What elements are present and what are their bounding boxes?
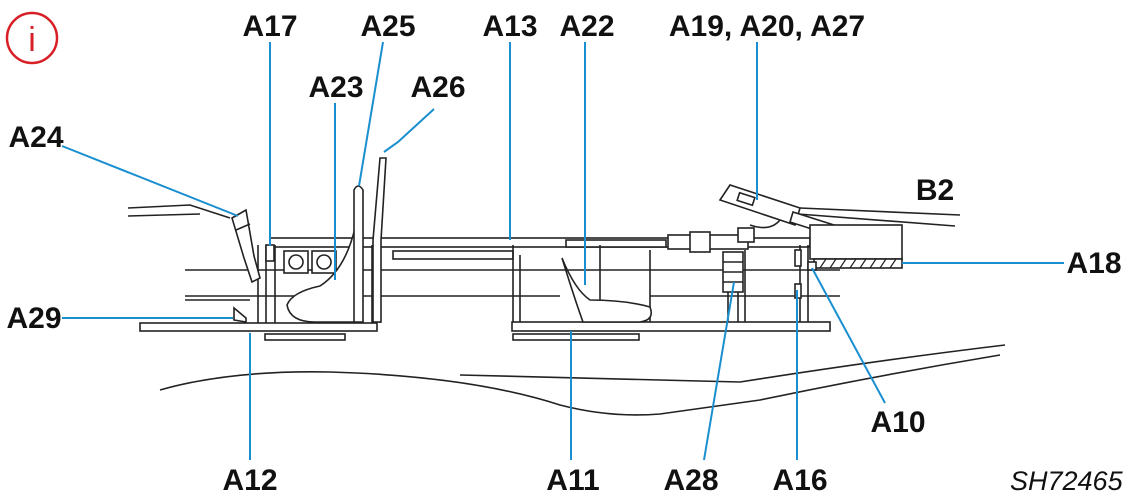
leader-a26 xyxy=(383,108,435,153)
leader-a24 xyxy=(61,145,239,217)
label-a25: A25 xyxy=(360,10,415,43)
leader-lines xyxy=(61,41,1064,461)
label-a19-a20-a27: A19, A20, A27 xyxy=(669,10,865,43)
callout-labels: A17 A25 A13 A22 A19, A20, A27 A23 A26 A2… xyxy=(6,10,1123,495)
label-a18: A18 xyxy=(1066,247,1121,280)
label-a24: A24 xyxy=(8,121,63,154)
label-a17: A17 xyxy=(242,10,297,43)
label-a29: A29 xyxy=(6,302,61,335)
label-a16: A16 xyxy=(772,464,827,495)
label-b2: B2 xyxy=(916,174,954,207)
label-a28: A28 xyxy=(663,464,718,495)
svg-text:i: i xyxy=(28,21,36,59)
leader-a10 xyxy=(811,267,886,404)
label-a22: A22 xyxy=(559,10,614,43)
info-icon: i xyxy=(5,11,59,65)
machine-drawing xyxy=(127,157,1006,416)
drawing-code: SH72465 xyxy=(1010,466,1124,495)
leader-a25 xyxy=(358,41,384,187)
label-a26: A26 xyxy=(410,71,465,104)
label-a12: A12 xyxy=(222,464,277,495)
label-a13: A13 xyxy=(482,10,537,43)
label-a10: A10 xyxy=(870,406,925,439)
label-a23: A23 xyxy=(308,71,363,104)
leader-a28 xyxy=(703,281,735,461)
label-a11: A11 xyxy=(546,464,599,495)
